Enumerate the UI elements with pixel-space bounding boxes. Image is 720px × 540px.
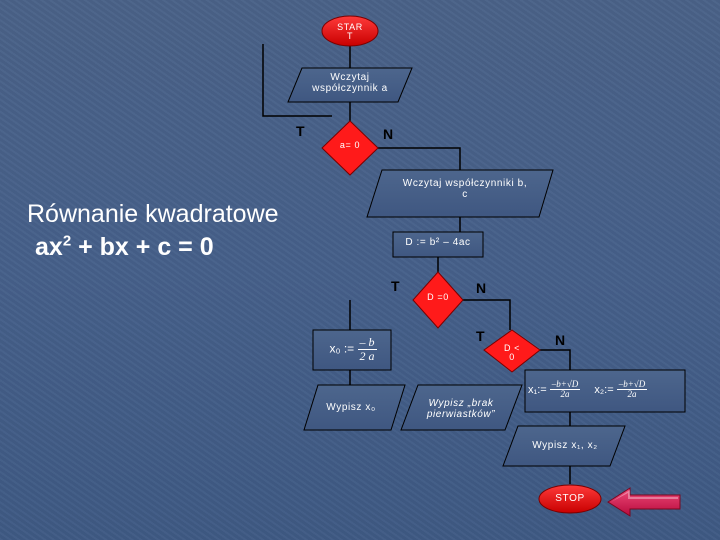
x0-assignment: x₀ := – b 2 a [316,336,390,362]
input-bc-shape [366,169,554,218]
x2-numerator: –b+√D [616,379,648,391]
x0-fraction: – b 2 a [357,335,377,363]
decision-a-yes-label: T [296,123,305,139]
read-a-label: Wczytaj współczynnik a [312,72,388,94]
x0-numerator: – b [357,335,377,350]
x0-var: x₀ := [329,341,355,356]
start-label: STAR T [337,22,363,42]
x2-fraction: –b+√D 2a [616,379,648,400]
equation-prefix: ax [35,232,63,261]
title-line-1: Równanie kwadratowe [27,200,279,228]
x0-denominator: 2 a [359,348,375,363]
decision-dlt0-yes-label: T [476,328,485,344]
decision-d0-yes-label: T [391,278,400,294]
page-title: Równanie kwadratowe ax2 + bx + c = 0 [27,198,279,263]
connector [463,299,511,330]
connector [378,147,461,170]
x1-fraction: –b+√D 2a [549,379,581,400]
x2-denominator: 2a [627,389,637,400]
decision-a-no-label: N [383,126,394,142]
decision-a-shape [321,120,379,176]
print-no-roots-label: Wypisz „brak pierwiastków” [426,398,496,420]
decision-a-label: a= 0 [339,140,361,150]
stop-terminal [538,484,602,514]
x1-var: x₁:= [528,383,547,396]
decision-d0-no-label: N [476,280,487,296]
equation-suffix: + bx + c = 0 [71,232,214,261]
connector [540,349,571,370]
output-x0-shape [303,384,406,431]
decision-dlt0-label: D < 0 [503,343,521,363]
decision-d0-shape [412,271,464,329]
start-terminal [321,15,379,47]
x12-assignment: x₁:= –b+√D 2a x₂:= –b+√D 2a [528,379,683,400]
x2-var: x₂:= [594,383,614,396]
connector-lines [262,44,571,484]
x1-denominator: 2a [560,389,570,400]
x1-numerator: –b+√D [549,379,581,391]
read-bc-label: Wczytaj współczynniki b, c [402,178,528,200]
x12-process-shape [524,369,686,413]
output-x12-shape [502,425,626,467]
print-x0-label: Wypisz x₀ [326,402,376,413]
decision-d0-label: D =0 [427,292,449,302]
decision-dlt0-no-label: N [555,332,566,348]
equation-exponent: 2 [62,232,72,250]
delta-process-shape [392,231,484,258]
decision-dlt0-shape [483,329,541,373]
connector [262,44,332,117]
print-x12-label: Wypisz x₁, x₂ [532,440,598,451]
title-equation: ax2 + bx + c = 0 [27,231,279,264]
input-a-shape [287,67,413,103]
back-button[interactable] [606,487,682,517]
delta-label: D := b² – 4ac [405,237,471,248]
stop-label: STOP [555,493,585,504]
back-arrow-icon [607,487,681,517]
output-no-roots-shape [400,384,523,431]
x0-process-shape [312,329,392,371]
